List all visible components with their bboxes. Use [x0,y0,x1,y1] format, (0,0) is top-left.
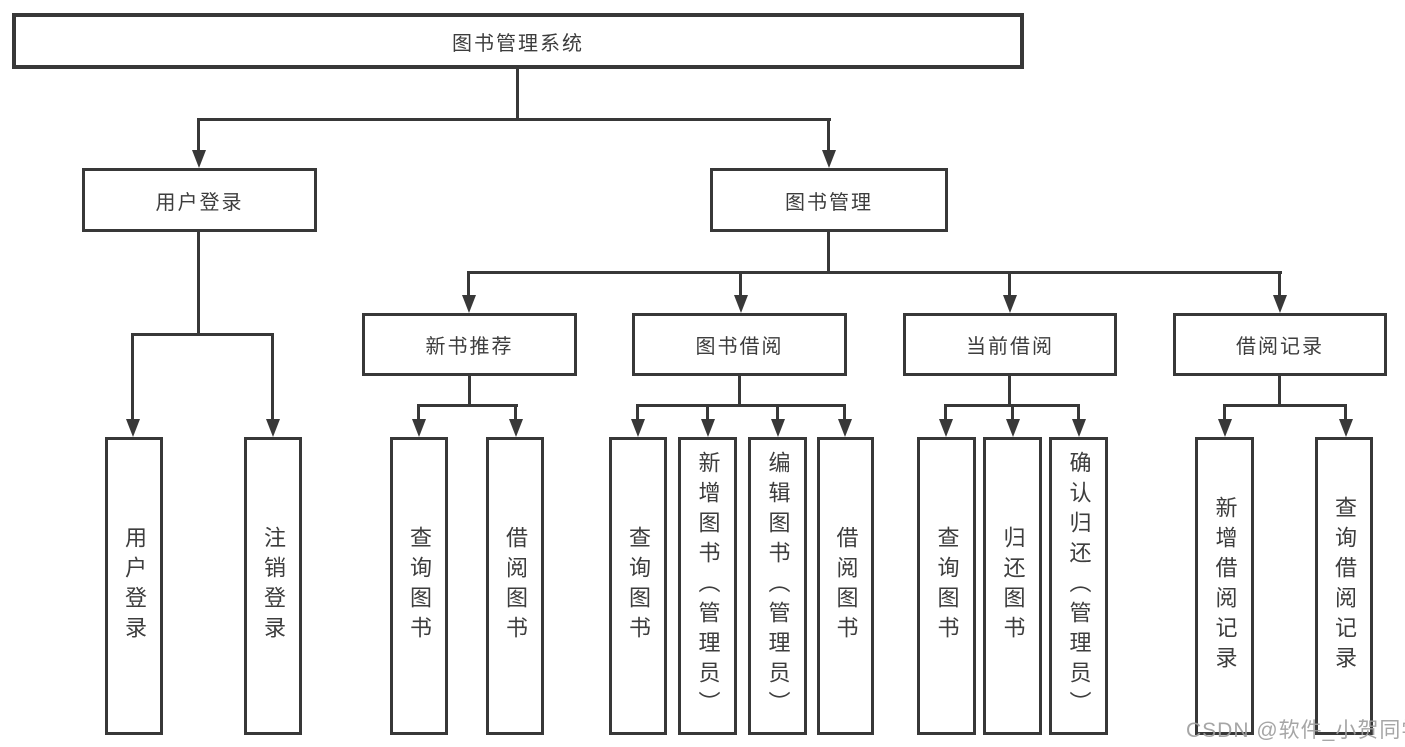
edge-line [827,118,830,152]
node-root-label: 图书管理系统 [452,32,584,55]
leaf-borrow-books-2-label: 借阅图书 [833,526,859,646]
edge-line [739,271,742,297]
edge-line [468,376,471,407]
edge-line [514,404,517,422]
edge-line [131,333,134,421]
arrow-down-icon [462,295,476,313]
arrow-down-icon [412,419,426,437]
leaf-add-borrow-record-label: 新增借阅记录 [1212,496,1238,676]
arrow-down-icon [266,419,280,437]
edge-line [417,404,420,422]
arrow-down-icon [1273,295,1287,313]
node-book-management: 图书管理 [710,168,948,232]
edge-line [1008,376,1011,407]
leaf-user-login: 用户登录 [105,437,163,735]
edge-line [197,118,200,152]
edge-line [131,333,274,336]
arrow-down-icon [838,419,852,437]
leaf-edit-books-admin-label: 编辑图书（管理员） [765,451,791,721]
arrow-down-icon [734,295,748,313]
edge-line [944,404,947,422]
leaf-query-books-3-label: 查询图书 [934,526,960,646]
leaf-confirm-return-admin: 确认归还（管理员） [1049,437,1108,735]
arrow-down-icon [126,419,140,437]
node-new-book-recommend-label: 新书推荐 [425,336,514,358]
arrow-down-icon [701,419,715,437]
arrow-down-icon [192,150,206,168]
leaf-query-books-1: 查询图书 [390,437,448,735]
node-book-borrow: 图书借阅 [632,313,847,376]
node-new-book-recommend: 新书推荐 [362,313,577,376]
arrow-down-icon [822,150,836,168]
edge-line [1344,404,1347,422]
leaf-query-books-1-label: 查询图书 [407,526,432,646]
leaf-borrow-books-1: 借阅图书 [486,437,544,735]
node-current-borrow-label: 当前借阅 [966,336,1054,358]
node-book-borrow-label: 图书借阅 [695,336,784,358]
edge-line [776,404,779,422]
leaf-query-books-2-label: 查询图书 [626,526,651,646]
edge-line [417,404,518,407]
leaf-user-login-label: 用户登录 [122,526,147,646]
arrow-down-icon [1003,295,1017,313]
arrow-down-icon [1218,419,1232,437]
edge-line [738,376,741,407]
leaf-return-books: 归还图书 [983,437,1042,735]
edge-line [1278,271,1281,297]
leaf-query-borrow-record: 查询借阅记录 [1315,437,1373,735]
node-current-borrow: 当前借阅 [903,313,1117,376]
edge-line [827,232,830,274]
arrow-down-icon [1072,419,1086,437]
node-user-login-label: 用户登录 [155,191,244,214]
edge-line [467,271,1282,274]
edge-line [1011,404,1014,422]
arrow-down-icon [1339,419,1353,437]
edge-line [636,404,639,422]
edge-line [197,118,831,121]
arrow-down-icon [1006,419,1020,437]
node-borrow-records: 借阅记录 [1173,313,1387,376]
leaf-logout: 注销登录 [244,437,302,735]
edge-line [1008,271,1011,297]
edge-line [271,333,274,421]
edge-line [467,271,470,297]
leaf-add-borrow-record: 新增借阅记录 [1195,437,1254,735]
leaf-confirm-return-admin-label: 确认归还（管理员） [1066,451,1092,721]
arrow-down-icon [509,419,523,437]
leaf-edit-books-admin: 编辑图书（管理员） [748,437,807,735]
leaf-query-books-3: 查询图书 [917,437,976,735]
leaf-add-books-admin-label: 新增图书（管理员） [695,451,721,721]
leaf-return-books-label: 归还图书 [1000,526,1026,646]
node-book-management-label: 图书管理 [785,191,873,214]
arrow-down-icon [631,419,645,437]
arrow-down-icon [939,419,953,437]
edge-line [1223,404,1347,407]
leaf-query-borrow-record-label: 查询借阅记录 [1332,496,1357,676]
edge-line [197,232,200,336]
node-root: 图书管理系统 [12,13,1024,69]
edge-line [843,404,846,422]
edge-line [516,67,519,120]
edge-line [1223,404,1226,422]
leaf-borrow-books-1-label: 借阅图书 [503,526,528,646]
leaf-borrow-books-2: 借阅图书 [817,437,874,735]
leaf-logout-label: 注销登录 [261,526,286,646]
leaf-query-books-2: 查询图书 [609,437,667,735]
edge-line [636,404,846,407]
edge-line [1278,376,1281,407]
leaf-add-books-admin: 新增图书（管理员） [678,437,737,735]
csdn-watermark: CSDN @软件_小贺同学 [1186,719,1405,742]
arrow-down-icon [771,419,785,437]
node-user-login: 用户登录 [82,168,317,232]
edge-line [1077,404,1080,422]
edge-line [706,404,709,422]
node-borrow-records-label: 借阅记录 [1236,336,1324,358]
